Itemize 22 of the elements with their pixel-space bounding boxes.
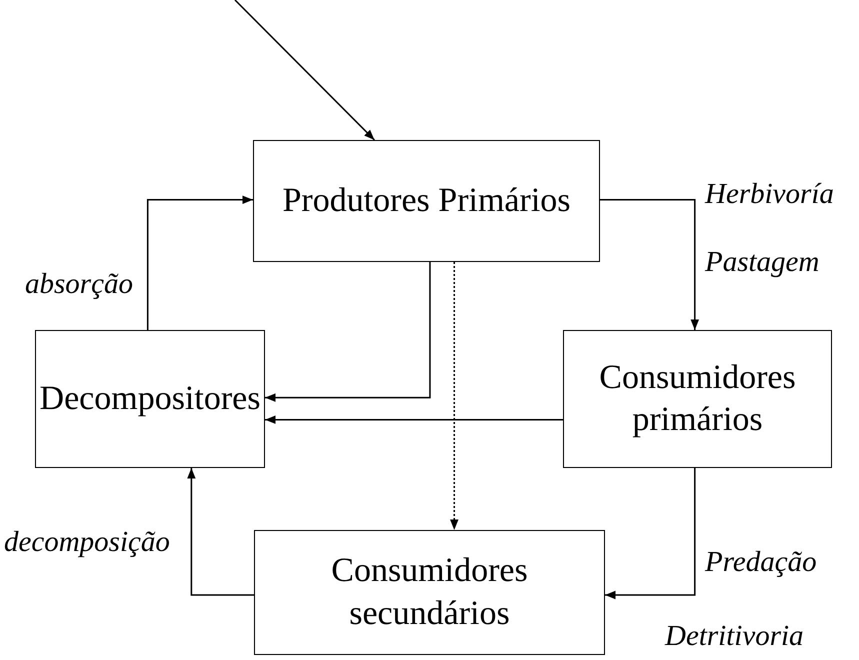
- process-box: [253, 140, 600, 262]
- flow-label: decomposição: [4, 528, 170, 557]
- process-box: [254, 530, 605, 655]
- flow-label: Pastagem: [705, 248, 820, 277]
- node-label: Consumidores primários: [598, 358, 797, 440]
- arrow: [450, 262, 458, 530]
- arrow: [187, 468, 254, 596]
- flow-label: Predação: [705, 548, 817, 577]
- flow-label: Detritivoria: [665, 622, 804, 651]
- arrow: [234, 0, 375, 141]
- flow-label: absorção: [25, 270, 133, 299]
- process-box: [563, 330, 832, 468]
- arrow: [265, 262, 431, 402]
- node-label: Decompositores: [40, 378, 260, 419]
- node-label: Produtores Primários: [282, 180, 571, 221]
- node-label: Consumidores secundários: [330, 551, 529, 634]
- arrow: [600, 199, 699, 330]
- arrow: [605, 468, 696, 600]
- flow-label: Herbivoría: [705, 180, 834, 209]
- arrow: [265, 416, 563, 424]
- arrow: [146, 196, 253, 330]
- process-box: [35, 330, 265, 468]
